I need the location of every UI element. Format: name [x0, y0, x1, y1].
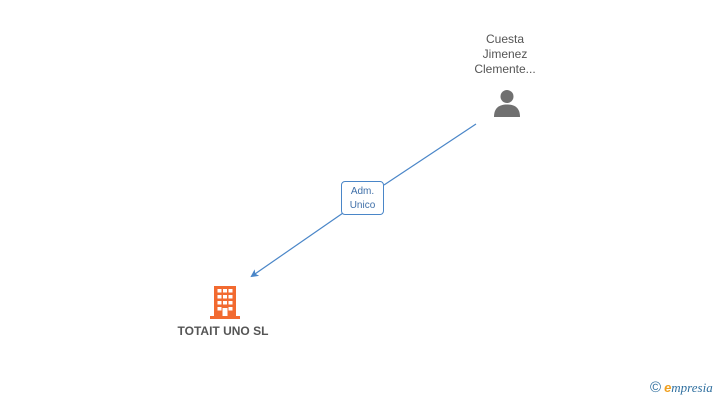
edge-arrow-line [250, 212, 344, 278]
brand-name-rest: mpresia [671, 380, 713, 395]
person-name[interactable]: Cuesta Jimenez Clemente... [458, 32, 552, 77]
brand-e-letter: e [664, 380, 672, 395]
copyright-icon: © [650, 379, 662, 396]
company-name[interactable]: TOTAIT UNO SL [177, 324, 269, 338]
edge-role-label[interactable]: Adm. Unico [341, 181, 384, 215]
brand-logo: ©empresia [650, 380, 713, 396]
person-name-line-2: Jimenez [482, 47, 528, 61]
edge-role-line-1: Adm. [350, 186, 375, 197]
person-name-line-3: Clemente... [474, 62, 536, 76]
edge-role-line-2: Unico [349, 200, 376, 211]
person-icon[interactable] [492, 88, 522, 118]
edge-line-upper [383, 123, 477, 186]
building-icon[interactable] [209, 285, 241, 319]
person-name-line-1: Cuesta [485, 32, 525, 46]
